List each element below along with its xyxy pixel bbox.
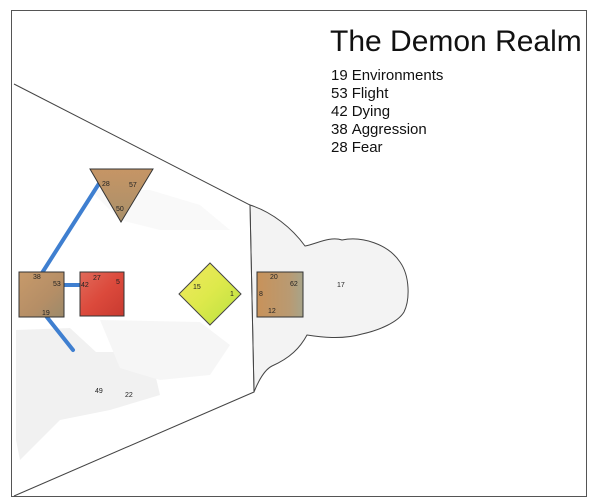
legend-number: 38 (331, 121, 348, 138)
red-square-label-3: 5 (116, 279, 120, 286)
legend-label: Environments (352, 67, 444, 84)
free-label-2: 49 (95, 388, 103, 395)
right-square-label-1: 20 (270, 274, 278, 281)
triangle-label-1: 28 (102, 181, 110, 188)
right-square-label-4: 12 (268, 308, 276, 315)
legend-label: Dying (352, 103, 390, 120)
diagram-title: The Demon Realm (330, 24, 582, 60)
left-square-label-2: 53 (53, 281, 61, 288)
legend-label: Aggression (352, 121, 427, 138)
legend-number: 19 (331, 67, 348, 84)
triangle-label-3: 50 (116, 206, 124, 213)
right-square-label-2: 62 (290, 281, 298, 288)
red-square-label-2: 42 (81, 282, 89, 289)
legend-number: 42 (331, 103, 348, 120)
legend-number: 53 (331, 85, 348, 102)
legend-label: Fear (352, 139, 383, 156)
free-label-1: 17 (337, 282, 345, 289)
left-square-label-3: 19 (42, 310, 50, 317)
red-square-label-1: 27 (93, 275, 101, 282)
legend-number: 28 (331, 139, 348, 156)
diamond-label-2: 1 (230, 291, 234, 298)
triangle-label-2: 57 (129, 182, 137, 189)
left-square-label-1: 38 (33, 274, 41, 281)
right-square-label-3: 8 (259, 291, 263, 298)
diamond-label-1: 15 (193, 284, 201, 291)
right-square-node (257, 272, 303, 317)
free-label-3: 22 (125, 392, 133, 399)
legend-label: Flight (352, 85, 389, 102)
